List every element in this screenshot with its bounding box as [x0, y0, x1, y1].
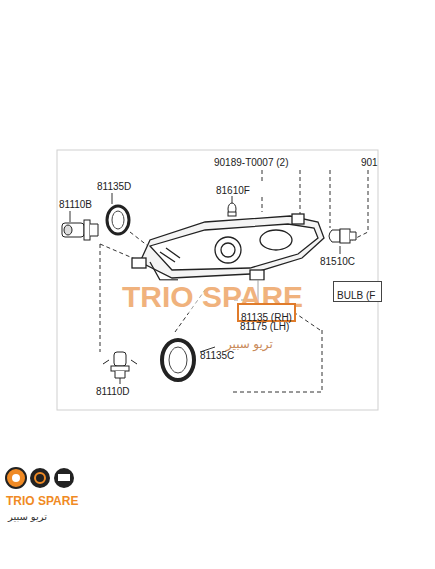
- logo-icons: [6, 468, 74, 488]
- bulb-table-box: BULB (F: [333, 281, 382, 302]
- part-number: 81135D: [97, 181, 131, 192]
- diagram-frame: [57, 150, 378, 410]
- solid-leaders: [70, 193, 340, 384]
- bulb-81610f: [228, 203, 236, 216]
- part-number: 81110D: [96, 386, 130, 397]
- part-number: 81110B: [59, 199, 92, 210]
- watermark: تريو سبير: [226, 338, 273, 351]
- part-number: 901: [361, 157, 378, 168]
- box-text: BULB (F: [337, 290, 375, 301]
- headlamp-body: [132, 214, 324, 280]
- bulb-81510c: [329, 229, 356, 243]
- part-number: 81610F: [216, 185, 250, 196]
- dashed-leaders: [100, 170, 368, 392]
- part-number: 81135C: [200, 350, 234, 361]
- logo-text: TRIO SPARE: [6, 495, 78, 508]
- part-number: 81510C: [320, 256, 355, 267]
- cover-ring-81135d: [107, 206, 129, 234]
- logo-text: تريو سبير: [8, 511, 47, 522]
- cover-ring-81135c: [162, 340, 194, 380]
- bulb-81110b: [62, 220, 98, 240]
- box-text: 81135 (RH): [241, 312, 292, 323]
- highlight-box: 81135 (RH): [237, 303, 296, 322]
- bulb-81110d: [103, 352, 137, 378]
- part-number: 90189-T0007 (2): [214, 157, 289, 168]
